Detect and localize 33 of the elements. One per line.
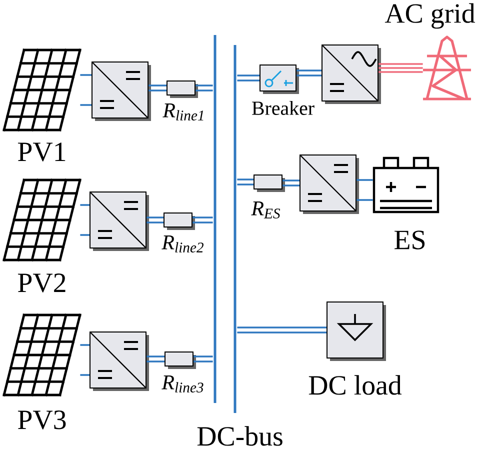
node-label: AC grid bbox=[384, 3, 475, 29]
connection-line bbox=[192, 216, 214, 224]
connection-line bbox=[236, 326, 328, 334]
connection-line bbox=[282, 180, 300, 186]
connection-line bbox=[79, 204, 90, 236]
connection-line bbox=[192, 356, 214, 362]
converter-box bbox=[322, 44, 381, 104]
connection-line bbox=[148, 84, 168, 92]
converter-box bbox=[300, 154, 359, 214]
connection-line bbox=[378, 63, 424, 73]
connection-line bbox=[146, 216, 164, 224]
connection-line bbox=[356, 179, 374, 201]
converter-box bbox=[90, 192, 149, 251]
connection-line bbox=[146, 356, 166, 362]
component-label: R$_{line1}$ bbox=[162, 104, 204, 120]
node-label: DC-bus bbox=[197, 426, 282, 446]
connection-line bbox=[194, 84, 214, 92]
connection-line bbox=[236, 74, 260, 82]
connection-line bbox=[296, 70, 322, 76]
converter-box bbox=[92, 62, 151, 121]
node-label: PV1 bbox=[18, 142, 66, 162]
node-label: DC load bbox=[308, 375, 402, 395]
converter-box bbox=[90, 332, 149, 391]
connection-line bbox=[236, 178, 254, 186]
component-label: R$_{line3}$ bbox=[162, 376, 204, 392]
node-label: PV3 bbox=[18, 410, 66, 430]
component-label: Breaker bbox=[252, 100, 314, 115]
connection-line bbox=[79, 74, 92, 106]
node-label: PV2 bbox=[18, 274, 66, 292]
component-label: R$_{line2}$ bbox=[162, 236, 204, 252]
component-label: R$_{ES}$ bbox=[251, 202, 280, 218]
connection-line bbox=[79, 344, 90, 376]
node-label: ES bbox=[394, 230, 425, 250]
